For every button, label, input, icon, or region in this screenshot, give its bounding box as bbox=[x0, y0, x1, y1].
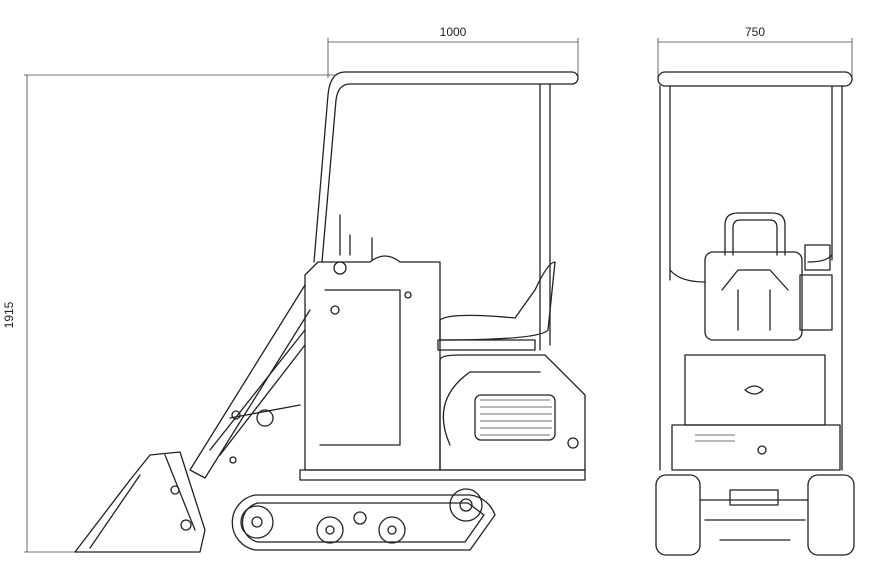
dimension-height: 1915 bbox=[2, 74, 335, 553]
side-view bbox=[74, 71, 586, 553]
engine-grille bbox=[480, 399, 552, 436]
track-wheels bbox=[240, 488, 483, 544]
dimension-length: 1000 bbox=[327, 25, 579, 78]
front-view bbox=[655, 71, 855, 556]
dimension-width: 750 bbox=[657, 25, 853, 78]
width-label: 750 bbox=[745, 25, 765, 39]
height-label: 1915 bbox=[2, 301, 16, 328]
front-grille bbox=[695, 434, 735, 442]
length-label: 1000 bbox=[440, 25, 467, 39]
